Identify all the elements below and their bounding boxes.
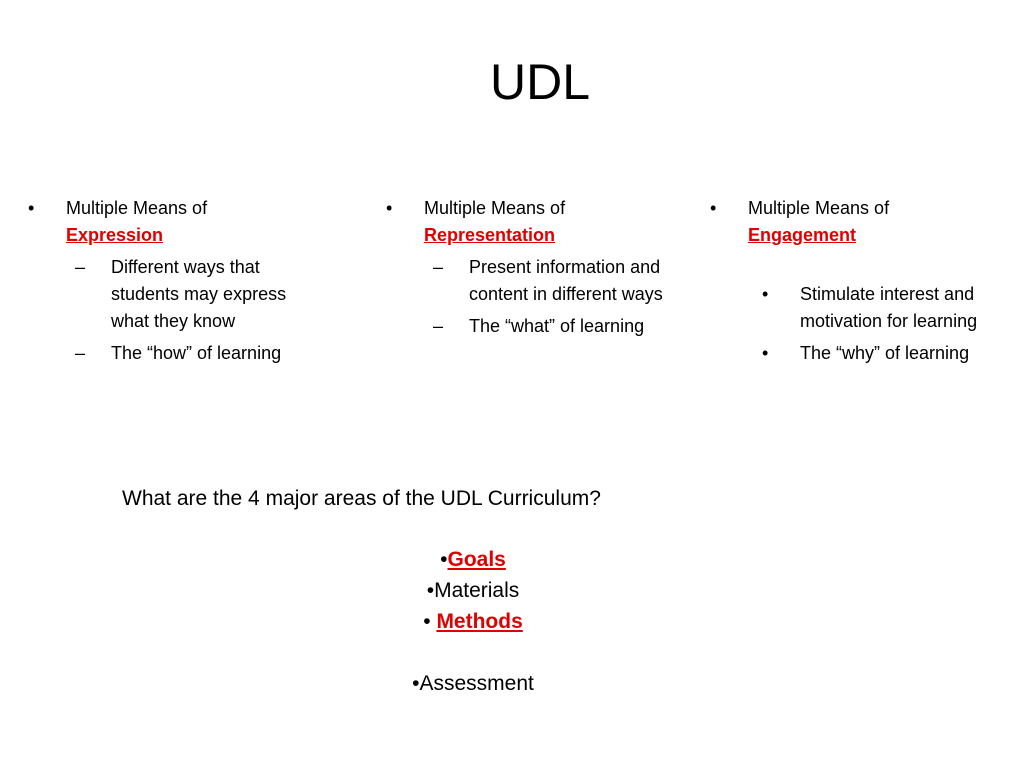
sub-item: • Stimulate interest and motivation for … bbox=[710, 281, 1000, 335]
sub-item-text: Present information and content in diffe… bbox=[469, 257, 663, 304]
area-materials: •Materials bbox=[0, 576, 946, 606]
sub-item: – Different ways that students may expre… bbox=[28, 254, 328, 335]
sub-item-text: The “what” of learning bbox=[469, 316, 645, 336]
sub-item: – Present information and content in dif… bbox=[386, 254, 676, 308]
sub-item: • The “why” of learning bbox=[710, 340, 1000, 367]
heading-prefix: Multiple Means of bbox=[66, 198, 208, 218]
dash-icon: – bbox=[75, 343, 86, 363]
column-engagement: • Multiple Means of Engagement • Stimula… bbox=[710, 195, 1000, 372]
highlight-term: Expression bbox=[66, 225, 164, 245]
slide-title: UDL bbox=[489, 54, 591, 110]
bullet-icon: • bbox=[426, 579, 435, 602]
highlight-term: Representation bbox=[424, 225, 556, 245]
heading-prefix: Multiple Means of bbox=[748, 198, 890, 218]
area-assessment-label: Assessment bbox=[419, 672, 534, 695]
area-goals: •Goals bbox=[0, 545, 946, 575]
bullet-icon: • bbox=[762, 284, 769, 304]
sub-item-text: The “why” of learning bbox=[800, 343, 970, 363]
sub-item-text: The “how” of learning bbox=[111, 343, 282, 363]
bullet-icon: • bbox=[440, 548, 448, 571]
sub-list: – Present information and content in dif… bbox=[386, 254, 676, 340]
column-expression: • Multiple Means of Expression – Differe… bbox=[28, 195, 328, 372]
bullet-icon: • bbox=[412, 672, 420, 695]
sub-list: • Stimulate interest and motivation for … bbox=[710, 281, 1000, 367]
sub-list: – Different ways that students may expre… bbox=[28, 254, 328, 367]
bullet-icon: • bbox=[28, 198, 35, 218]
dash-icon: – bbox=[75, 257, 86, 277]
area-methods-label: Methods bbox=[436, 610, 523, 633]
highlight-term: Engagement bbox=[748, 225, 857, 245]
area-goals-label: Goals bbox=[447, 548, 506, 571]
main-bullet-engagement: • Multiple Means of Engagement bbox=[710, 195, 1000, 249]
dash-icon: – bbox=[433, 257, 444, 277]
column-representation: • Multiple Means of Representation – Pre… bbox=[386, 195, 676, 345]
heading-prefix: Multiple Means of bbox=[424, 198, 566, 218]
sub-item-text: Different ways that students may express… bbox=[111, 257, 287, 331]
main-bullet-representation: • Multiple Means of Representation bbox=[386, 195, 676, 249]
sub-item: – The “how” of learning bbox=[28, 340, 328, 367]
dash-icon: – bbox=[433, 316, 444, 336]
main-bullet-expression: • Multiple Means of Expression bbox=[28, 195, 328, 249]
area-assessment: •Assessment bbox=[0, 669, 946, 699]
area-methods: • Methods bbox=[0, 607, 946, 637]
area-materials-label: Materials bbox=[434, 579, 520, 602]
sub-item-text: Stimulate interest and motivation for le… bbox=[800, 284, 978, 331]
bullet-icon: • bbox=[710, 198, 717, 218]
sub-item: – The “what” of learning bbox=[386, 313, 676, 340]
curriculum-question: What are the 4 major areas of the UDL Cu… bbox=[122, 487, 601, 510]
bullet-icon: • bbox=[762, 343, 769, 363]
bullet-icon: • bbox=[423, 610, 431, 633]
bullet-icon: • bbox=[386, 198, 393, 218]
